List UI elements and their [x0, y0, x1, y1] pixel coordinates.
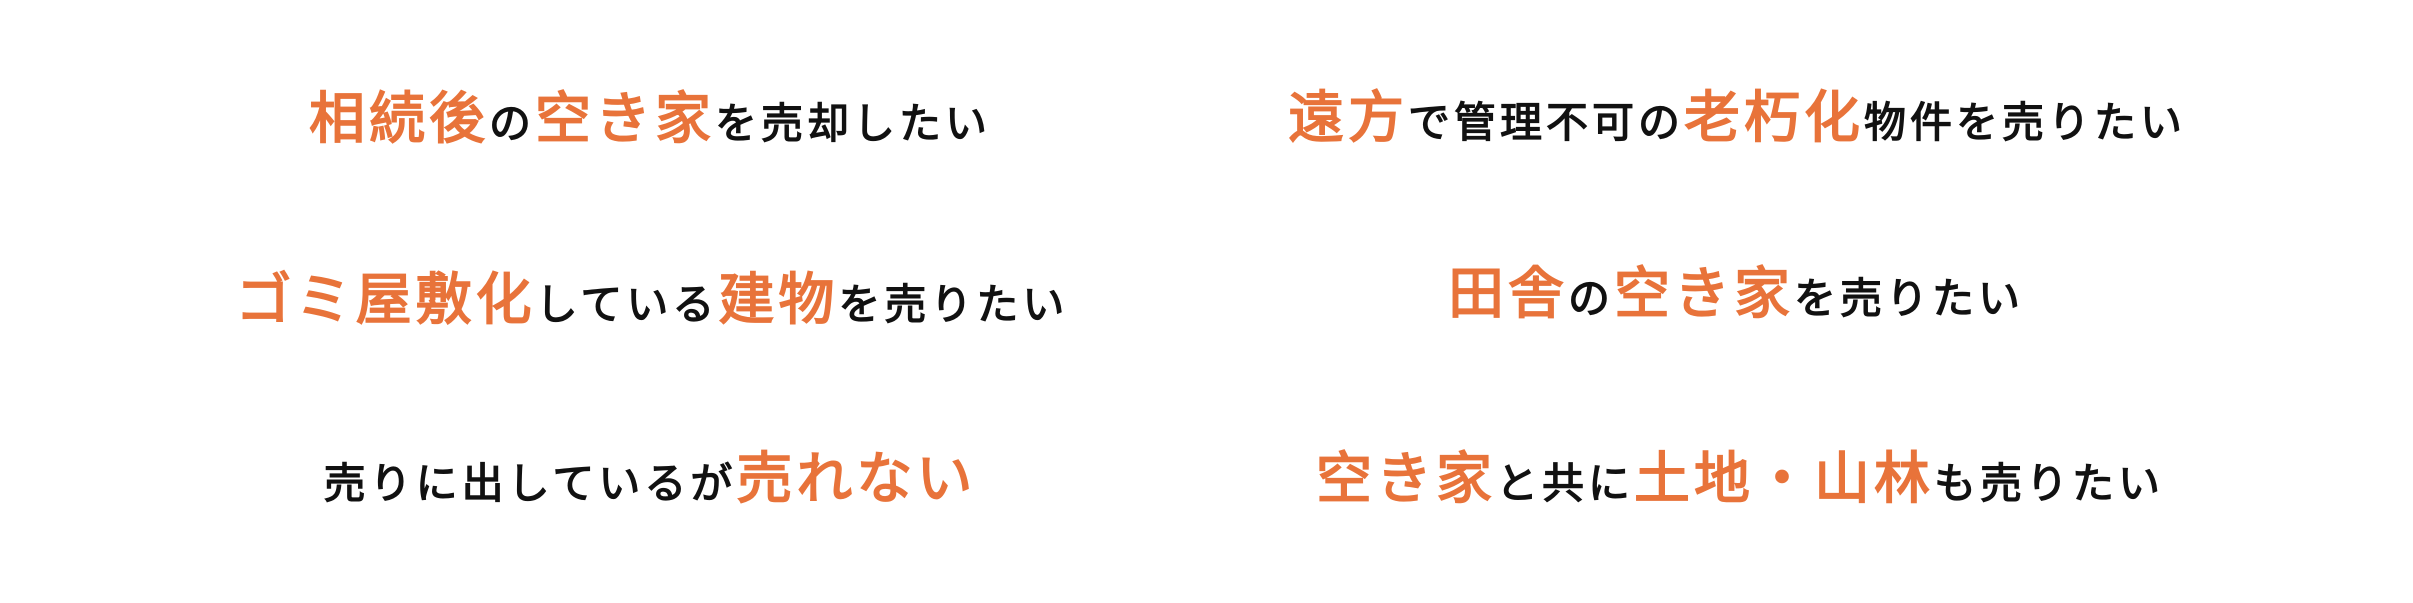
phrase-vacant-house-with-land-forest: 空き家 と共に 土地・山林 も売りたい: [1316, 452, 2164, 508]
phrase-segment-accent: 売れない: [736, 447, 977, 512]
phrase-segment-accent: 土地・山林: [1634, 447, 1934, 512]
phrase-segment: で管理不可の: [1407, 98, 1684, 147]
phrase-segment-accent: 空き家: [1614, 262, 1794, 327]
phrase-segment-accent: 空き家: [535, 87, 715, 152]
phrase-segment: している: [535, 280, 719, 329]
phrase-segment: 物件を売りたい: [1864, 98, 2187, 147]
phrase-segment: の: [488, 99, 535, 148]
phrase-rural-vacant-house: 田舎 の 空き家 を売りたい: [1448, 267, 2024, 323]
phrase-segment: を売りたい: [838, 280, 1069, 329]
phrase-segment: も売りたい: [1934, 459, 2165, 508]
phrase-segment: の: [1567, 274, 1614, 323]
phrase-segment-accent: 遠方: [1287, 86, 1408, 151]
phrase-segment-accent: 建物: [718, 268, 839, 333]
phrase-remote-deteriorated-property: 遠方 で管理不可の 老朽化 物件を売りたい: [1288, 91, 2186, 147]
phrase-segment-accent: 田舎: [1447, 262, 1568, 327]
phrase-segment-accent: 空き家: [1315, 447, 1496, 512]
phrase-segment: 売りに出しているが: [323, 459, 737, 508]
phrase-garbage-house-building: ゴミ屋敷化 している 建物 を売りたい: [236, 273, 1069, 329]
phrase-segment: と共に: [1495, 459, 1634, 508]
phrase-segment: を売りたい: [1794, 274, 2025, 323]
phrase-segment-accent: 老朽化: [1684, 86, 1864, 151]
phrase-segment-accent: ゴミ屋敷化: [235, 268, 536, 333]
phrase-listed-but-not-selling: 売りに出しているが 売れない: [324, 452, 977, 508]
phrase-inherited-vacant-house: 相続後 の 空き家 を売却したい: [309, 92, 991, 148]
phrase-segment: を売却したい: [715, 99, 992, 148]
phrase-segment-accent: 相続後: [308, 87, 489, 152]
